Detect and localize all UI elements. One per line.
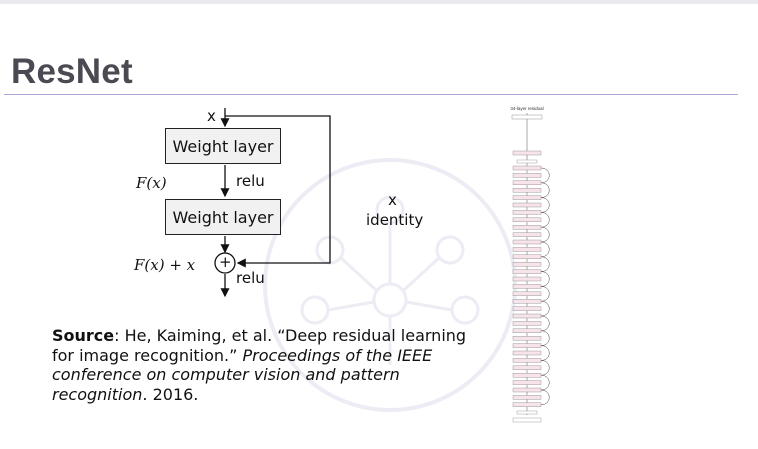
resnet34-layer-3 — [512, 180, 542, 186]
fx-label: F(x) — [136, 174, 167, 192]
resnet34-layer-15 — [512, 269, 542, 274]
resnet34-shortcut-10 — [540, 300, 550, 317]
resnet34-layer-20 — [512, 306, 542, 311]
identity-label: identity — [366, 211, 424, 229]
resnet34-layer-6 — [512, 202, 542, 208]
resnet34-shortcut-4 — [540, 212, 550, 228]
resnet34-shortcut-8 — [540, 271, 550, 287]
resnet34-shortcut-16 — [540, 389, 550, 406]
resnet34-layer-18 — [512, 291, 542, 297]
resnet34-layer-9 — [512, 224, 542, 230]
resnet34-shortcut-14 — [540, 360, 550, 376]
resnet34-shortcut-5 — [540, 226, 550, 243]
resnet34-figure: 34-layer residual — [510, 106, 550, 423]
resnet34-layer-33 — [512, 402, 542, 407]
resnet34-shortcut-2 — [540, 182, 550, 198]
resnet34-layer-31 — [512, 387, 542, 393]
resnet34-fc-block — [512, 417, 542, 423]
resnet34-layer-27 — [512, 358, 542, 363]
resnet34-layer-24 — [512, 335, 542, 341]
resnet34-layer-26 — [512, 350, 542, 356]
resnet34-layer-11 — [512, 239, 542, 245]
fx-plus-x-label: F(x) + x — [134, 256, 196, 274]
resnet34-layer-10 — [512, 232, 542, 237]
source-authors: : He, Kaiming, et al. “Deep residual lea… — [52, 326, 467, 365]
resnet34-layer-12 — [512, 247, 542, 252]
source-venue: Proceedings of the IEEE conference on co… — [52, 345, 433, 404]
source-year: . 2016. — [142, 384, 199, 404]
resnet34-layer-19 — [512, 298, 542, 304]
plus-symbol: + — [219, 253, 232, 271]
resnet34-shortcut-12 — [540, 330, 550, 346]
resnet34-pool-block — [516, 159, 538, 164]
weight-layer-2: Weight layer — [165, 199, 281, 235]
resnet34-layer-8 — [512, 217, 542, 223]
weight-layer-1: Weight layer — [165, 128, 281, 164]
resnet34-shortcut-11 — [540, 315, 550, 332]
source-citation: Source: He, Kaiming, et al. “Deep residu… — [52, 326, 472, 404]
resnet34-layer-30 — [512, 380, 542, 385]
resnet34-shortcut-9 — [540, 286, 550, 302]
resnet34-layer-21 — [512, 313, 542, 319]
resnet34-layer-17 — [512, 284, 542, 289]
resnet34-shortcut-1 — [540, 167, 550, 184]
resnet34-shortcut-15 — [540, 374, 550, 391]
top-bar — [0, 0, 758, 4]
relu-label-mid: relu — [236, 172, 265, 190]
resnet34-layer-25 — [512, 343, 542, 348]
resnet34-layer-2 — [512, 173, 542, 178]
title-divider — [4, 94, 738, 95]
resnet34-conv-block — [512, 150, 542, 156]
resnet34-layer-1 — [512, 165, 542, 171]
resnet34-layer-7 — [512, 210, 542, 215]
resnet34-layer-5 — [512, 195, 542, 200]
resnet34-layer-4 — [512, 187, 542, 193]
resnet34-layer-29 — [512, 373, 542, 378]
resnet34-layer-32 — [512, 395, 542, 400]
resnet34-layer-28 — [512, 365, 542, 370]
resnet34-layer-22 — [512, 321, 542, 326]
resnet34-title: 34-layer residual — [510, 106, 543, 111]
resnet34-shortcut-3 — [540, 197, 550, 213]
resnet34-avgpool-block — [516, 410, 538, 415]
resnet34-layer-23 — [512, 328, 542, 334]
resnet34-image-block — [511, 114, 543, 120]
source-lead: Source — [52, 326, 115, 345]
skip-x-label: x — [388, 191, 397, 209]
relu-label-out: relu — [236, 269, 265, 287]
input-x-label: x — [207, 107, 216, 125]
resnet34-shortcut-7 — [540, 256, 550, 272]
resnet34-layer-16 — [512, 276, 542, 282]
resnet34-shortcut-6 — [540, 241, 550, 258]
resnet34-shortcut-13 — [540, 345, 550, 361]
page-title: ResNet — [11, 52, 133, 91]
resnet34-layer-13 — [512, 254, 542, 260]
resnet34-layer-14 — [512, 261, 542, 267]
